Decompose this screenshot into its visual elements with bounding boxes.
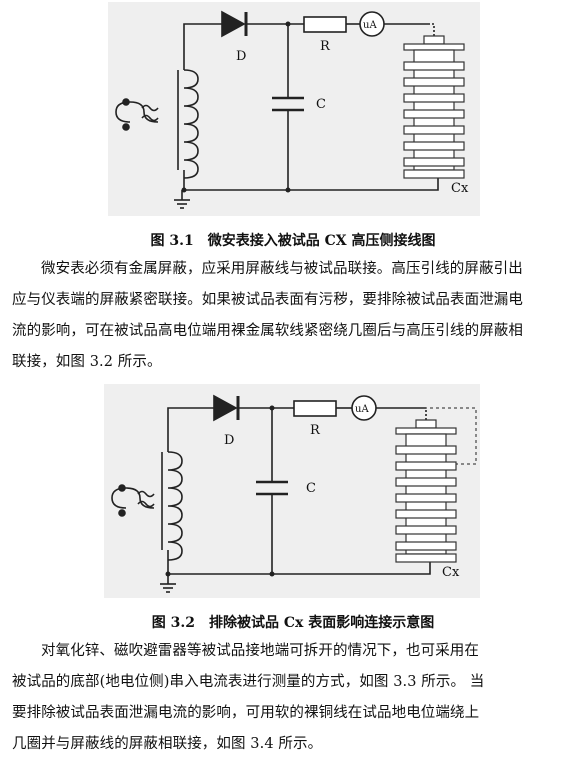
specimen-label: Cx bbox=[451, 181, 469, 196]
paragraph-line: 对氧化锌、磁吹避雷器等被试品接地端可拆开的情况下，也可采用在 bbox=[41, 643, 479, 659]
paragraph-1: 微安表必须有金属屏蔽，应采用屏蔽线与被试品联接。高压引线的屏蔽引出 应与仪表端的… bbox=[12, 254, 578, 378]
diode-label: D bbox=[224, 433, 234, 448]
meter-label: uA bbox=[363, 20, 377, 31]
insulator-3-2 bbox=[395, 419, 457, 563]
paragraph-line: 要排除被试品表面泄漏电流的影响，可用软的裸铜线在试品地电位端绕上 bbox=[12, 705, 480, 721]
paragraph-2: 对氧化锌、磁吹避雷器等被试品接地端可拆开的情况下，也可采用在 被试品的底部(地电… bbox=[12, 636, 578, 760]
paragraph-line: 几圈并与屏蔽线的屏蔽相联接，如图 3.4 所示。 bbox=[12, 736, 323, 752]
circuit-diagram-3-1: D R uA C Cx bbox=[115, 10, 469, 209]
paragraph-line: 应与仪表端的屏蔽紧密联接。如果被试品表面有污秽，要排除被试品表面泄漏电 bbox=[12, 292, 523, 308]
diode-label: D bbox=[236, 49, 246, 64]
capacitor-label: C bbox=[316, 97, 326, 112]
circuit-diagram-3-2: D R uA C Cx bbox=[111, 394, 477, 593]
capacitor-label: C bbox=[306, 481, 316, 496]
meter-label: uA bbox=[355, 404, 369, 415]
paragraph-line: 联接，如图 3.2 所示。 bbox=[12, 354, 162, 370]
figure-caption-3-2: 图 3.2 排除被试品 Cx 表面影响连接示意图 bbox=[151, 615, 435, 631]
figure-3-1: D R uA C Cx bbox=[108, 2, 480, 216]
paragraph-line: 微安表必须有金属屏蔽，应采用屏蔽线与被试品联接。高压引线的屏蔽引出 bbox=[41, 261, 523, 277]
resistor-label: R bbox=[310, 423, 321, 438]
figure-3-2: D R uA C Cx bbox=[104, 384, 480, 598]
figure-caption-3-1: 图 3.1 微安表接入被试品 CX 高压侧接线图 bbox=[150, 233, 436, 249]
specimen-label: Cx bbox=[442, 565, 460, 580]
paragraph-line: 被试品的底部(地电位侧)串入电流表进行测量的方式，如图 3.3 所示。 当 bbox=[12, 674, 485, 690]
paragraph-line: 流的影响，可在被试品高电位端用裸金属软线紧密绕几圈后与高压引线的屏蔽相 bbox=[12, 323, 523, 339]
insulator-3-1 bbox=[403, 35, 465, 179]
resistor-label: R bbox=[320, 39, 331, 54]
